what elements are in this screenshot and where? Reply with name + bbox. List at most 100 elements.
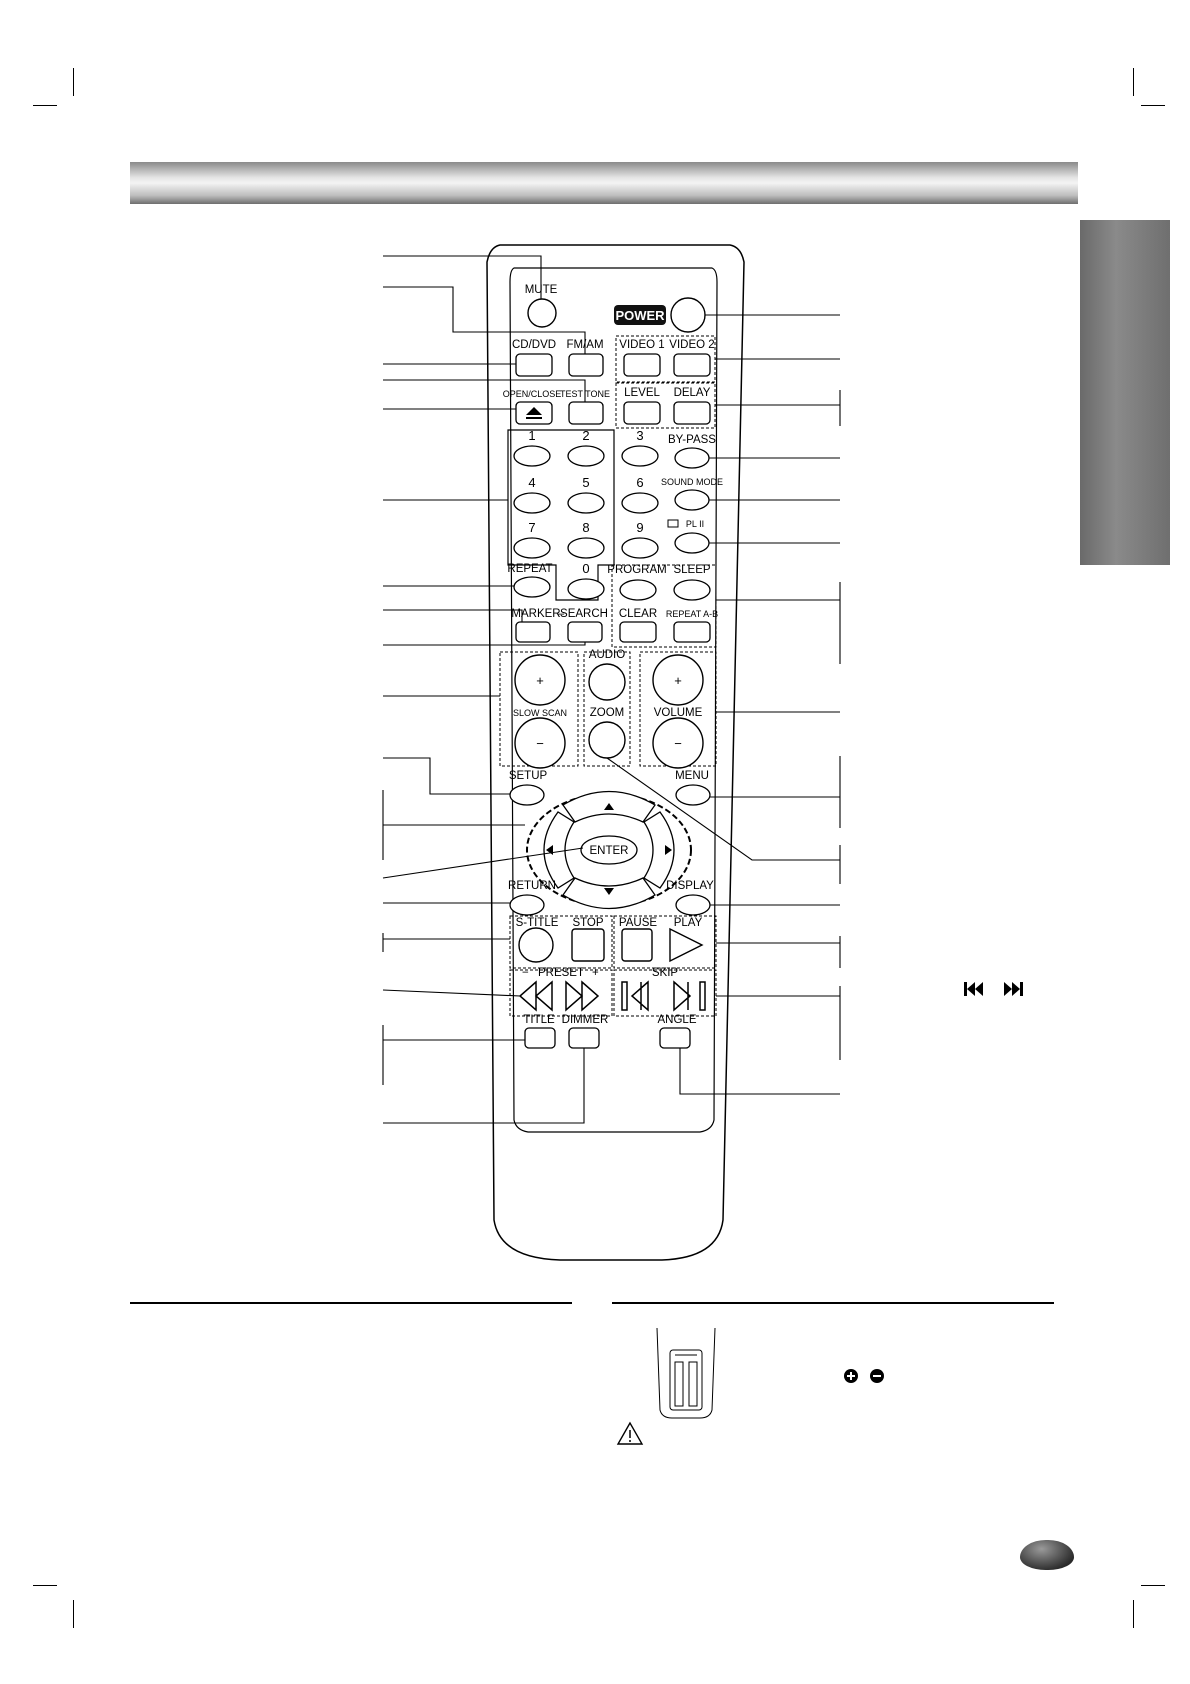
sleep-button[interactable]	[673, 579, 711, 601]
preset-group-box	[509, 969, 613, 1017]
pause-button[interactable]	[621, 928, 653, 962]
up-arrow-icon	[604, 803, 614, 810]
program-button[interactable]	[619, 579, 657, 601]
crop-mark	[1141, 1585, 1165, 1586]
return-button[interactable]	[509, 894, 545, 916]
volume-plus-button[interactable]	[652, 654, 704, 706]
video2-button[interactable]	[673, 353, 711, 377]
delay-button[interactable]	[673, 401, 711, 425]
audio-button[interactable]	[588, 663, 626, 701]
angle-button[interactable]	[659, 1027, 691, 1049]
mute-button[interactable]	[527, 298, 557, 328]
header-bar	[130, 162, 1078, 204]
menu-button[interactable]	[675, 784, 711, 806]
preset-label: PRESET	[538, 967, 584, 979]
pause-play-group-box	[613, 915, 717, 969]
repeat-button[interactable]	[513, 576, 551, 598]
nav-left-button[interactable]	[543, 811, 575, 889]
digit-5-label: 5	[582, 475, 589, 490]
angle-label: ANGLE	[658, 1014, 697, 1026]
digit-9-label: 9	[636, 520, 643, 535]
title-button[interactable]	[524, 1027, 556, 1049]
rule-left	[130, 1302, 572, 1304]
svg-text:−: −	[536, 736, 544, 751]
digit-2-button[interactable]	[567, 445, 605, 467]
skip-icon	[964, 982, 1023, 996]
pl2-label: PL II	[686, 519, 704, 529]
clear-button[interactable]	[619, 621, 657, 643]
svg-text:–: –	[558, 608, 565, 620]
crop-mark	[73, 1600, 74, 1628]
marker-button[interactable]	[515, 621, 551, 643]
setup-button[interactable]	[509, 784, 545, 806]
fm-am-button[interactable]	[568, 353, 604, 377]
search-button[interactable]	[567, 621, 603, 643]
level-label: LEVEL	[624, 387, 660, 399]
nav-right-button[interactable]	[643, 811, 675, 889]
skip-group-box	[613, 969, 717, 1017]
svg-text:−: −	[674, 736, 682, 751]
digit-3-label: 3	[636, 428, 643, 443]
repeat-label: REPEAT	[507, 563, 552, 575]
polarity-icon	[844, 1369, 884, 1383]
digit-0-button[interactable]	[567, 578, 605, 600]
display-label: DISPLAY	[666, 880, 714, 892]
volume-minus-button[interactable]	[652, 717, 704, 769]
digit-4-button[interactable]	[513, 492, 551, 514]
svg-text:+: +	[674, 673, 682, 688]
zoom-button[interactable]	[588, 721, 626, 759]
by-pass-button[interactable]	[674, 447, 710, 469]
enter-label: ENTER	[590, 845, 629, 857]
digit-7-button[interactable]	[513, 537, 551, 559]
skip-forward-icon	[673, 980, 706, 1012]
slow-scan-minus-button[interactable]	[514, 717, 566, 769]
cd-dvd-button[interactable]	[515, 353, 553, 377]
callout-lines	[382, 255, 841, 1124]
digit-8-button[interactable]	[567, 537, 605, 559]
level-button[interactable]	[623, 401, 661, 425]
power-button[interactable]	[670, 297, 706, 333]
crop-mark	[73, 68, 74, 96]
s-title-button[interactable]	[518, 927, 554, 963]
enter-button[interactable]	[580, 835, 638, 865]
s-title-label: S-TITLE	[516, 917, 559, 929]
sound-mode-button[interactable]	[674, 489, 710, 511]
svg-text:+: +	[536, 673, 544, 688]
by-pass-label: BY-PASS	[668, 434, 716, 446]
right-arrow-icon	[665, 845, 672, 855]
digit-4-label: 4	[528, 475, 535, 490]
play-button[interactable]	[669, 927, 704, 963]
digit-5-button[interactable]	[567, 492, 605, 514]
search-label: SEARCH	[560, 608, 608, 620]
digit-2-label: 2	[582, 428, 589, 443]
program-group-box	[611, 564, 717, 648]
pause-label: PAUSE	[619, 917, 657, 929]
dimmer-button[interactable]	[568, 1027, 600, 1049]
test-tone-button[interactable]	[568, 401, 604, 425]
pl2-button[interactable]	[674, 532, 710, 554]
dolby-icon	[667, 519, 679, 528]
digit-0-label: 0	[582, 561, 589, 576]
display-button[interactable]	[675, 894, 711, 916]
repeat-ab-label: REPEAT A-B	[666, 609, 718, 619]
stop-button[interactable]	[571, 928, 605, 962]
power-label-box	[614, 305, 666, 325]
sleep-label: SLEEP	[673, 564, 710, 576]
crop-mark	[1133, 1600, 1134, 1628]
digit-3-button[interactable]	[621, 445, 659, 467]
down-arrow-icon	[604, 888, 614, 895]
repeat-ab-button[interactable]	[673, 621, 711, 643]
clear-label: CLEAR	[619, 608, 657, 620]
cd-dvd-label: CD/DVD	[512, 339, 556, 351]
digit-1-button[interactable]	[513, 445, 551, 467]
digit-9-button[interactable]	[621, 537, 659, 559]
digit-7-label: 7	[528, 520, 535, 535]
digit-8-label: 8	[582, 520, 589, 535]
video1-button[interactable]	[623, 353, 661, 377]
slow-scan-plus-button[interactable]	[514, 654, 566, 706]
digit-6-button[interactable]	[621, 492, 659, 514]
warning-icon	[616, 1421, 644, 1445]
crop-mark	[1141, 105, 1165, 106]
crop-mark	[33, 1585, 57, 1586]
